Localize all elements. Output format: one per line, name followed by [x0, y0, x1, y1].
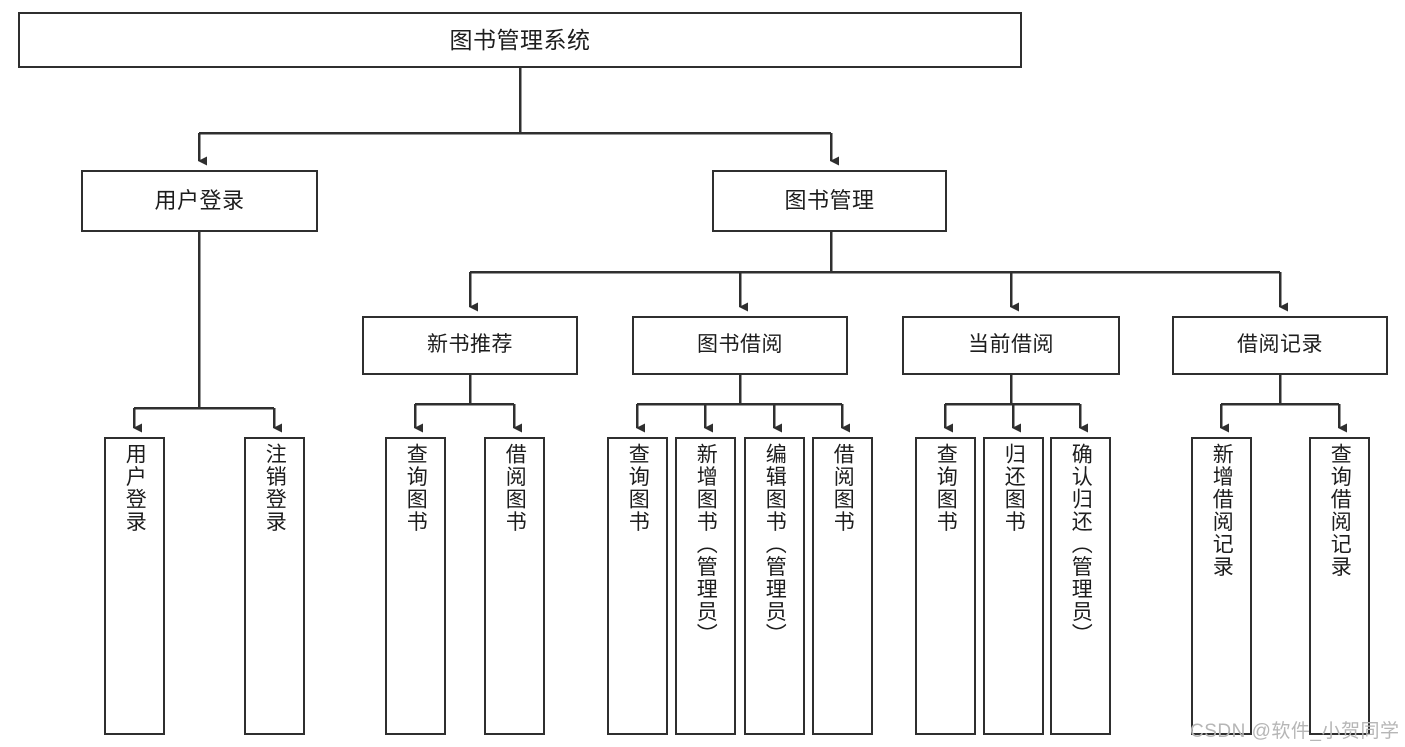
node-leaf-user-login[interactable]: 用户登录 — [104, 437, 165, 735]
node-leaf-query-book-3[interactable]: 查询图书 — [915, 437, 976, 735]
node-root-label: 图书管理系统 — [449, 26, 591, 53]
node-leaf-query-borrow-record[interactable]: 查询借阅记录 — [1309, 437, 1370, 735]
node-current-borrow-label: 当前借阅 — [968, 333, 1054, 357]
node-leaf-query-book-3-label: 查询图书 — [934, 443, 958, 533]
node-leaf-return-book-label: 归还图书 — [1002, 443, 1026, 533]
node-book-management[interactable]: 图书管理 — [712, 170, 947, 232]
node-leaf-query-borrow-record-label: 查询借阅记录 — [1328, 443, 1352, 578]
node-leaf-query-book-2-label: 查询图书 — [626, 443, 650, 533]
csdn-watermark: CSDN @软件_小贺同学 — [1190, 721, 1400, 742]
node-leaf-edit-book-admin[interactable]: 编辑图书（管理员） — [744, 437, 805, 735]
node-leaf-logout-login[interactable]: 注销登录 — [244, 437, 305, 735]
node-leaf-add-borrow-record[interactable]: 新增借阅记录 — [1191, 437, 1252, 735]
node-leaf-query-book-1[interactable]: 查询图书 — [385, 437, 446, 735]
node-leaf-edit-book-admin-label: 编辑图书（管理员） — [763, 443, 787, 646]
node-leaf-add-book-admin[interactable]: 新增图书（管理员） — [675, 437, 736, 735]
node-leaf-borrow-book-2[interactable]: 借阅图书 — [812, 437, 873, 735]
node-book-borrow-label: 图书借阅 — [697, 333, 783, 357]
node-leaf-user-login-label: 用户登录 — [123, 443, 147, 533]
node-borrow-record-label: 借阅记录 — [1237, 333, 1323, 357]
node-leaf-return-book[interactable]: 归还图书 — [983, 437, 1044, 735]
node-leaf-query-book-2[interactable]: 查询图书 — [607, 437, 668, 735]
node-new-book-recommend-label: 新书推荐 — [427, 333, 513, 357]
node-leaf-logout-login-label: 注销登录 — [263, 443, 287, 533]
node-leaf-add-borrow-record-label: 新增借阅记录 — [1210, 443, 1234, 578]
node-book-borrow[interactable]: 图书借阅 — [632, 316, 848, 375]
node-leaf-borrow-book-1[interactable]: 借阅图书 — [484, 437, 545, 735]
node-leaf-borrow-book-2-label: 借阅图书 — [831, 443, 855, 533]
node-leaf-borrow-book-1-label: 借阅图书 — [503, 443, 527, 533]
node-book-management-label: 图书管理 — [784, 188, 875, 214]
node-user-login[interactable]: 用户登录 — [81, 170, 318, 232]
node-user-login-label: 用户登录 — [154, 188, 245, 214]
node-leaf-add-book-admin-label: 新增图书（管理员） — [694, 443, 718, 646]
node-current-borrow[interactable]: 当前借阅 — [902, 316, 1120, 375]
node-new-book-recommend[interactable]: 新书推荐 — [362, 316, 578, 375]
node-borrow-record[interactable]: 借阅记录 — [1172, 316, 1388, 375]
node-root[interactable]: 图书管理系统 — [18, 12, 1022, 68]
node-leaf-query-book-1-label: 查询图书 — [404, 443, 428, 533]
node-leaf-confirm-return-admin[interactable]: 确认归还（管理员） — [1050, 437, 1111, 735]
node-leaf-confirm-return-admin-label: 确认归还（管理员） — [1069, 443, 1093, 646]
